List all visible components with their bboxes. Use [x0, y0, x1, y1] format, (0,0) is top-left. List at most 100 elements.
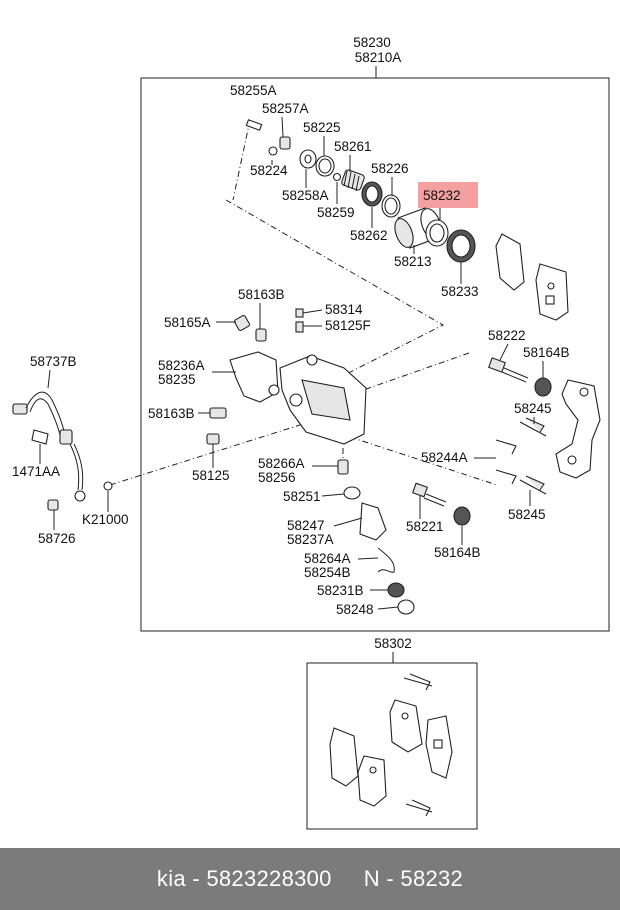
washer-K21000 [103, 481, 113, 491]
part-label: 58254B [304, 565, 351, 580]
part-label: 58221 [406, 519, 444, 534]
spring-58264A [377, 547, 395, 573]
part-label: 58737B [30, 354, 77, 369]
cap-58314 [295, 308, 304, 318]
bolt-58165A [233, 314, 251, 332]
caliper-body [229, 351, 367, 445]
guide-line-pin-upper [311, 352, 470, 409]
part-label: 58163B [148, 406, 195, 421]
part-label: 1471AA [12, 464, 60, 479]
assembly-label-58230: 58230 [353, 35, 391, 50]
pad-clip [545, 295, 555, 305]
part-label: 58244A [421, 450, 468, 465]
spring-58261 [341, 169, 365, 192]
clip-1471AA [31, 429, 49, 445]
part-label: 58259 [317, 205, 355, 220]
part-label: 58222 [488, 328, 526, 343]
footer-bar: kia - 5823228300 N - 58232 [0, 848, 620, 910]
part-label: 58125F [325, 318, 371, 333]
ring-58226-inner [384, 197, 398, 215]
part-label: 58226 [371, 161, 409, 176]
part-label: 58213 [394, 254, 432, 269]
assembly-label-58210A: 58210A [355, 50, 402, 65]
part-label: 58165A [164, 315, 211, 330]
bushing-58164B-bot [453, 506, 471, 526]
part-label: 58224 [250, 163, 288, 178]
leader-line [302, 309, 323, 314]
brake-hose-58737B [12, 391, 86, 502]
pin-58255A [245, 119, 263, 131]
washer-hole [304, 154, 312, 164]
part-label: 58257A [262, 101, 309, 116]
bolt-58125 [206, 433, 220, 445]
seal-58232-inner [429, 223, 445, 243]
cap-58257A [279, 136, 291, 150]
leader-line [47, 369, 51, 389]
leader-line [333, 517, 363, 527]
leader-line [377, 606, 399, 610]
brake-pad-inner [495, 233, 525, 291]
part-label: 58256 [258, 470, 296, 485]
clip-58245-bot [519, 475, 547, 495]
part-label: 58726 [38, 531, 76, 546]
part-label: 58233 [441, 284, 479, 299]
part-label: 58245 [514, 401, 552, 416]
pad-kit-contents [329, 673, 453, 817]
seal-inner [365, 185, 379, 203]
part-label: 58261 [334, 139, 372, 154]
pad-kit-frame [306, 662, 478, 830]
caliper-bracket [555, 379, 601, 479]
part-label: 58266A [258, 456, 305, 471]
ball-58259 [332, 172, 342, 182]
part-label: 58125 [192, 468, 230, 483]
part-label-highlighted: 58232 [423, 188, 461, 203]
bolt-58163B-top [255, 328, 267, 342]
part-label: K21000 [82, 512, 129, 527]
guide-line-piston [225, 199, 445, 394]
part-label: 58235 [158, 372, 196, 387]
washer-58251 [343, 486, 361, 500]
leader-line [499, 343, 509, 361]
part-label: 58264A [304, 551, 351, 566]
part-label: 58237A [287, 532, 334, 547]
part-label: 58255A [230, 83, 277, 98]
leader-line [281, 116, 284, 138]
part-label: 58262 [350, 228, 388, 243]
nut-58248 [397, 599, 415, 615]
bracket-58247 [359, 502, 387, 541]
part-label: 58248 [336, 602, 374, 617]
spring-58244A [495, 439, 517, 485]
part-label: 58231B [317, 583, 364, 598]
highlight-box-58232 [418, 182, 478, 208]
part-label: 58247 [287, 518, 325, 533]
ring-58231B [387, 582, 405, 598]
ring-58224 [268, 146, 278, 156]
bolt-58726 [47, 499, 59, 511]
ring-inner [318, 158, 332, 174]
clip-58245-top [519, 417, 547, 437]
guide-pin-58221 [411, 482, 447, 507]
part-label: 58163B [238, 287, 285, 302]
part-label: 58314 [325, 302, 363, 317]
part-label: 58225 [303, 120, 341, 135]
brake-pad-outer [535, 263, 569, 321]
part-label: 58245 [508, 507, 546, 522]
guide-line-top [232, 119, 251, 201]
bushing-58164B-top [534, 377, 552, 397]
boot-58233-inner [451, 234, 471, 258]
guide-pin-58222 [488, 357, 529, 383]
kit-label-58302: 58302 [374, 636, 412, 651]
part-label: 58164B [434, 545, 481, 560]
assembly-frame [140, 77, 610, 632]
part-label: 58251 [283, 489, 321, 504]
bleeder-58266A [337, 459, 349, 475]
part-label: 58236A [158, 358, 205, 373]
part-label: 58164B [523, 345, 570, 360]
pad-rivet [547, 282, 555, 290]
footer-part-info: kia - 5823228300 N - 58232 [156, 866, 464, 891]
leader-line [357, 557, 379, 560]
part-label: 58258A [282, 188, 329, 203]
bolt-58163B-mid [209, 407, 227, 419]
bleeder-58125F [295, 321, 304, 333]
brake-caliper-parts-diagram: 58230 58210A [12, 35, 610, 830]
